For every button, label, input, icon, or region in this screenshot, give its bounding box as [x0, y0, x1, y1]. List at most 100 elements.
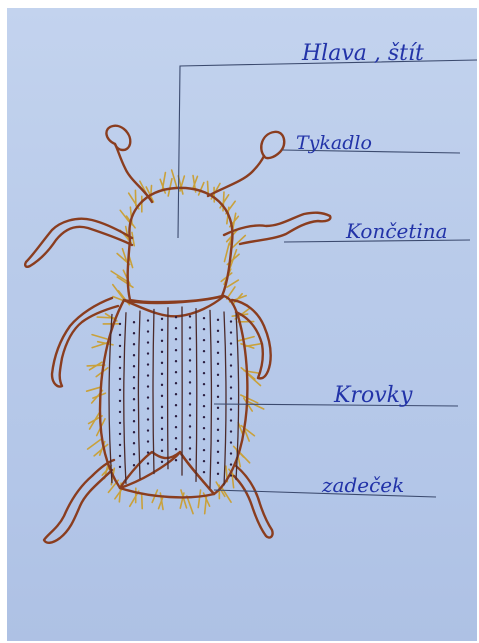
elytra-dot [119, 433, 121, 435]
elytra-dot [189, 359, 191, 361]
elytra-dot [189, 436, 191, 438]
elytra-dot [217, 352, 219, 354]
elytra-dot [203, 460, 205, 462]
elytra-dot [217, 407, 219, 409]
hair-stroke [238, 337, 254, 341]
elytra-dot [161, 439, 163, 441]
elytra-dot [175, 316, 177, 318]
elytra-dot [161, 351, 163, 353]
elytra-dot [217, 440, 219, 442]
elytra-dot [161, 362, 163, 364]
elytra-dot [161, 450, 163, 452]
hair-stroke [240, 452, 250, 462]
elytra-dot [230, 408, 232, 410]
elytra-dot [230, 375, 232, 377]
elytra-dot [147, 462, 149, 464]
elytra-dot [133, 376, 135, 378]
hair-stroke [187, 496, 193, 514]
elytra-dot [175, 459, 177, 461]
elytra-dot [217, 418, 219, 420]
elytra-dot [161, 329, 163, 331]
elytra-dot [133, 442, 135, 444]
elytra-dot [175, 371, 177, 373]
hair-stroke [87, 387, 100, 391]
elytra-dot [161, 373, 163, 375]
hair-stroke [117, 277, 133, 287]
elytra-dot [230, 419, 232, 421]
elytra-dot [175, 327, 177, 329]
elytra-dot [161, 461, 163, 463]
elytra-dot [147, 429, 149, 431]
elytra-dot [230, 320, 232, 322]
hair-stroke [92, 335, 107, 339]
elytra-dot [119, 422, 121, 424]
hair-stroke [224, 243, 229, 261]
elytra-dot [203, 449, 205, 451]
elytra-dot [230, 474, 232, 476]
elytra-dot [119, 378, 121, 380]
elytra-dot [147, 385, 149, 387]
elytra-dot [217, 451, 219, 453]
label-elytra: Krovky [333, 383, 413, 408]
elytra-dot [119, 367, 121, 369]
elytra-dot [189, 458, 191, 460]
elytra-dot [133, 365, 135, 367]
elytra-dot [217, 473, 219, 475]
left-antenna [115, 144, 152, 202]
elytra-dot [119, 334, 121, 336]
elytra-dot [161, 318, 163, 320]
elytra-dot [133, 387, 135, 389]
hair-stroke [205, 496, 207, 514]
elytra-dot [217, 385, 219, 387]
elytra-dot [119, 356, 121, 358]
elytra-dot [133, 420, 135, 422]
hair-stroke [232, 235, 245, 247]
elytra-dot [203, 394, 205, 396]
elytra-dot [161, 406, 163, 408]
elytra-dot [203, 471, 205, 473]
elytra-dot [230, 364, 232, 366]
elytra-dot [175, 360, 177, 362]
elytra-dot [175, 437, 177, 439]
elytra-dot [217, 330, 219, 332]
elytra-stripe [138, 311, 140, 479]
elytra-dot [203, 383, 205, 385]
elytra-dot [217, 462, 219, 464]
elytra-dot [203, 372, 205, 374]
elytra-dot [147, 363, 149, 365]
elytra-dot [203, 339, 205, 341]
elytra-dot [147, 451, 149, 453]
elytra-stripe [196, 308, 197, 482]
hair-stroke [227, 280, 238, 287]
elytra-dot [133, 431, 135, 433]
elytra-dot [147, 352, 149, 354]
elytra-dot [147, 418, 149, 420]
elytra-dot [230, 397, 232, 399]
elytra-dot [119, 400, 121, 402]
elytra-dot [119, 389, 121, 391]
elytra-stripes [109, 306, 239, 488]
elytra-dot [133, 332, 135, 334]
elytra-dots [119, 315, 232, 476]
elytra-dot [119, 323, 121, 325]
elytra-dot [203, 427, 205, 429]
elytra-dot [189, 414, 191, 416]
elytra-dot [230, 342, 232, 344]
elytra-dot [175, 382, 177, 384]
elytra-dot [119, 345, 121, 347]
elytra-dot [189, 403, 191, 405]
elytra-dot [203, 416, 205, 418]
elytra-stripe [224, 312, 226, 486]
elytra-dot [175, 404, 177, 406]
label-head: Hlava , štít [301, 41, 424, 66]
elytra-dot [189, 370, 191, 372]
elytra-dot [119, 444, 121, 446]
elytra-dot [175, 393, 177, 395]
left-front-leg [25, 219, 132, 267]
elytra-dot [147, 319, 149, 321]
elytra-dot [133, 354, 135, 356]
elytra-dot [133, 464, 135, 466]
left-hind-leg [44, 460, 114, 543]
elytra-dot [203, 361, 205, 363]
